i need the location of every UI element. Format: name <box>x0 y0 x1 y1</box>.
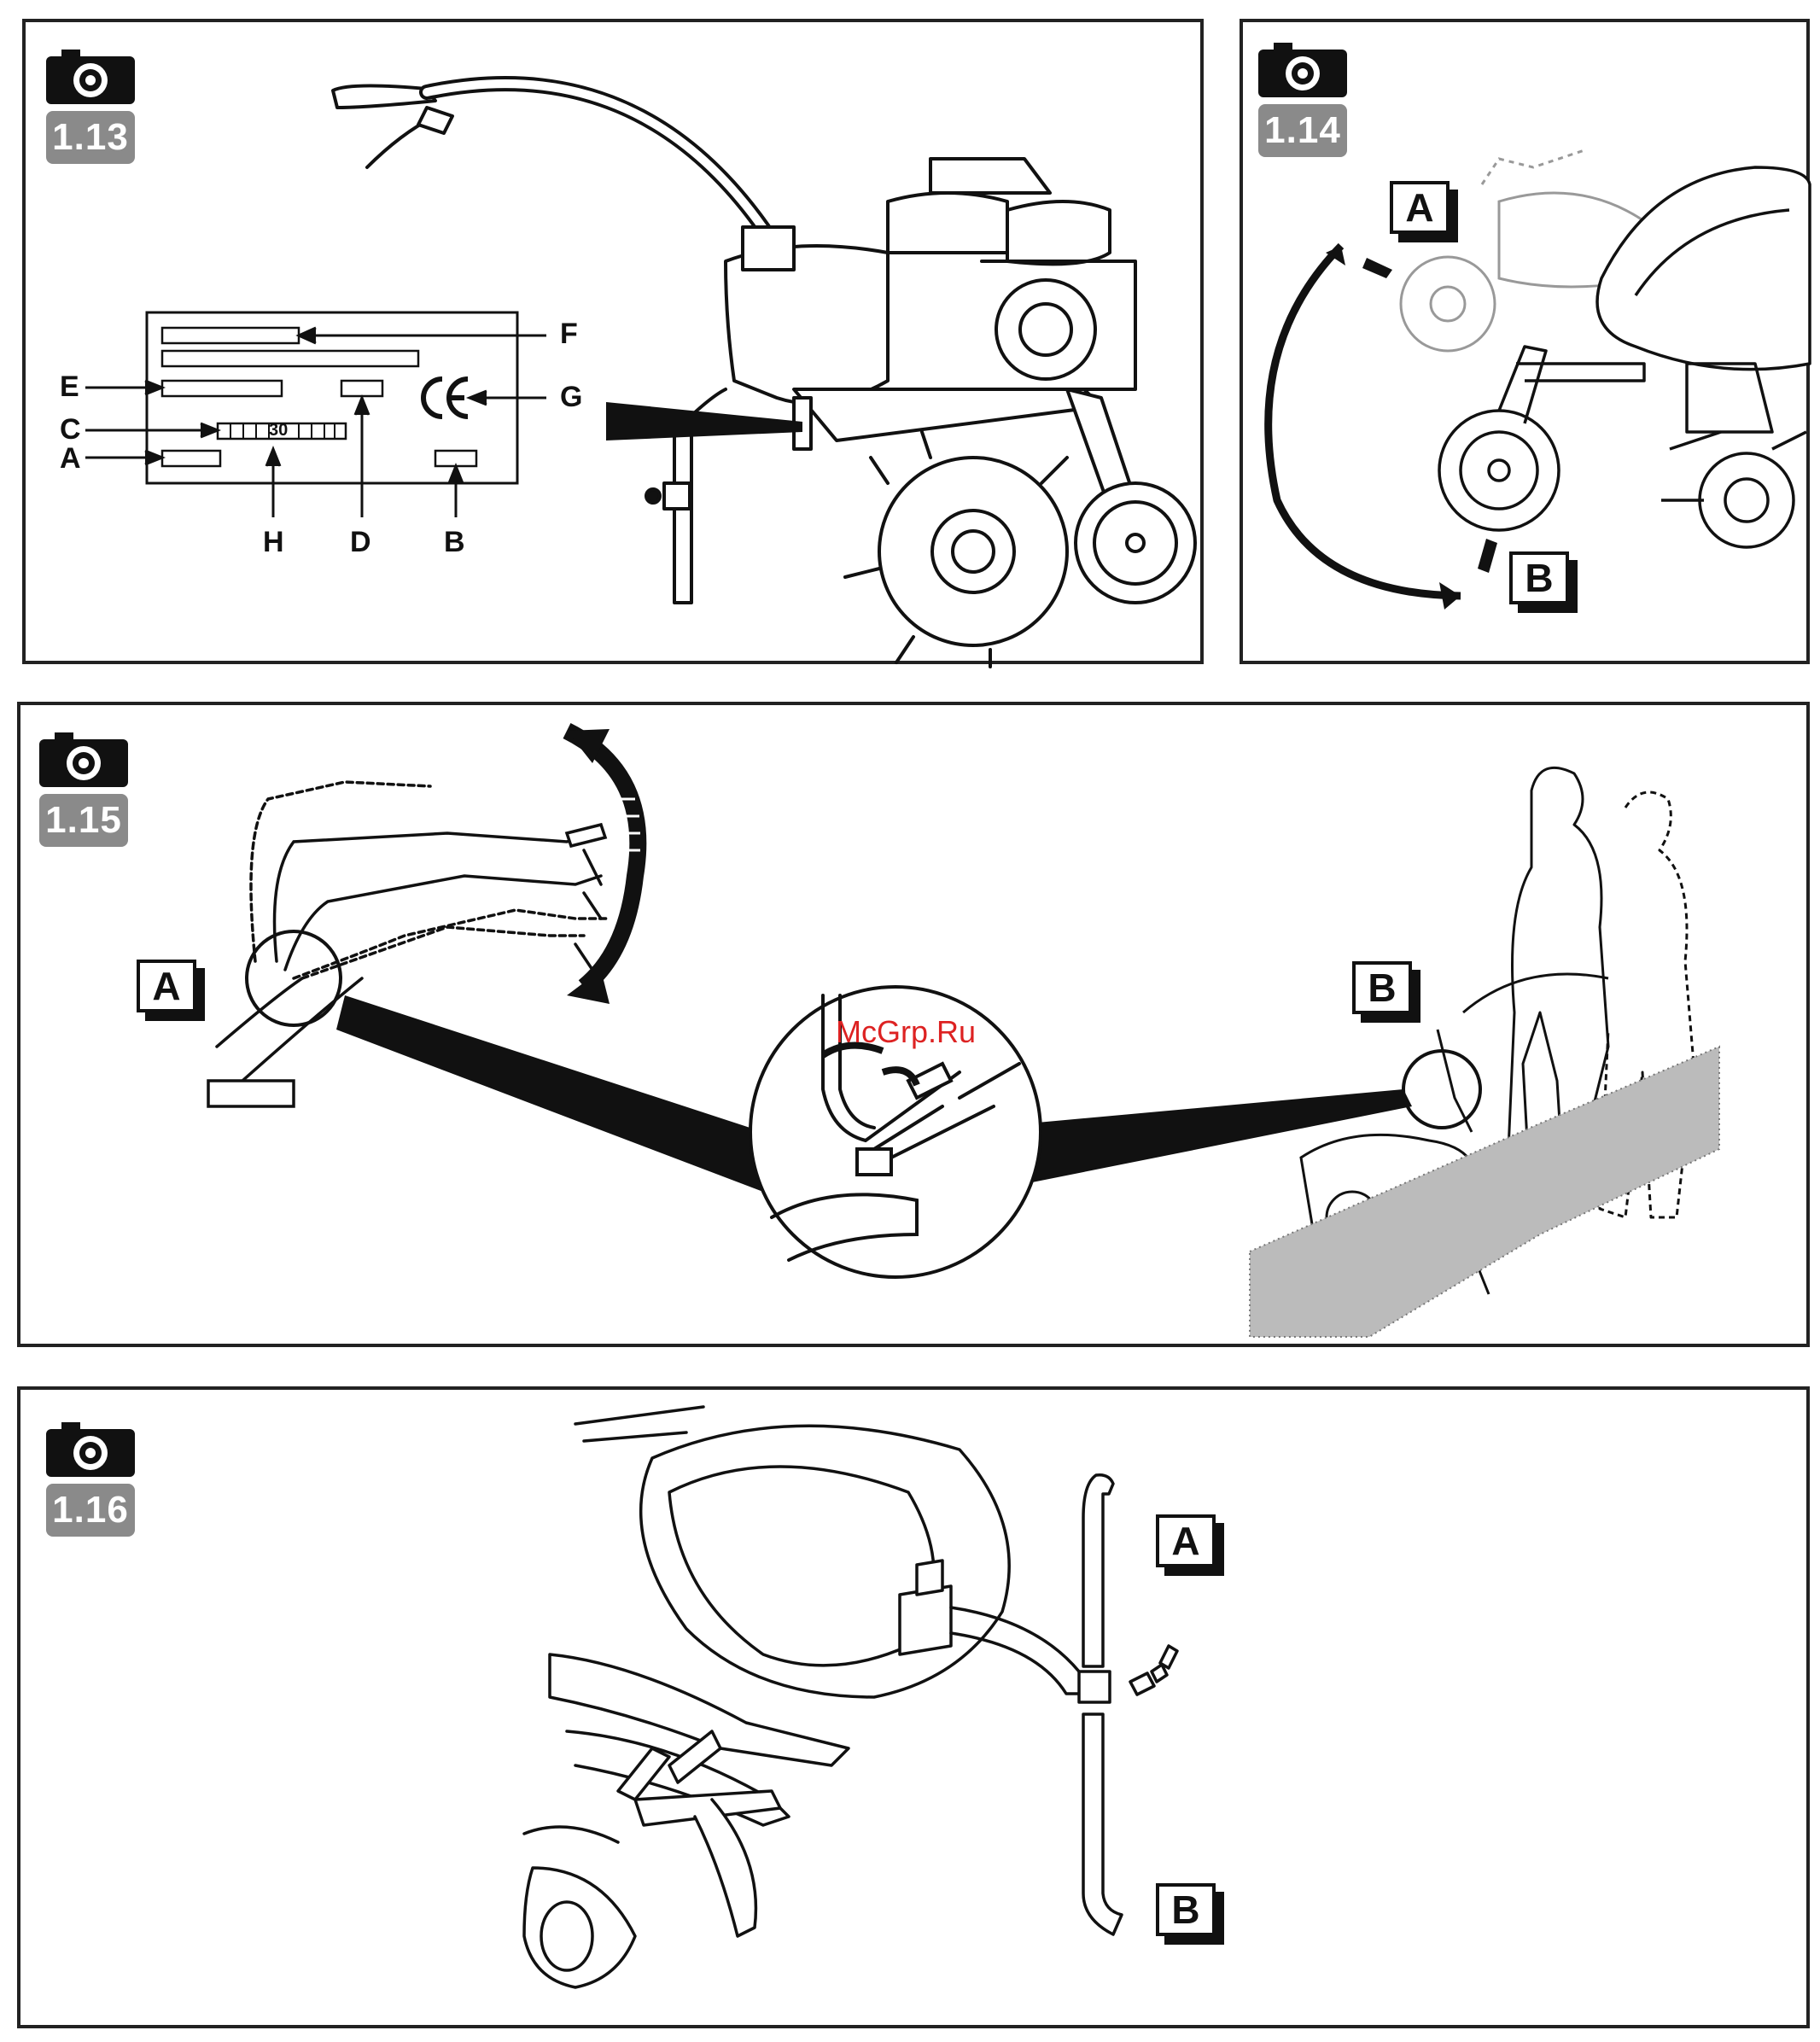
position-label-a: A <box>1390 181 1450 234</box>
tiller-drawing <box>26 22 1207 668</box>
position-label-b: B <box>1352 961 1412 1014</box>
figure-1-16-panel: 1.16 A B <box>17 1386 1810 2028</box>
plate-label-b: B <box>444 526 465 559</box>
watermark-text: McGrp.Ru <box>836 1014 976 1050</box>
plate-label-a: A <box>60 442 81 475</box>
plate-label-g: G <box>560 381 582 414</box>
depth-bar-drawing <box>20 1390 1813 2032</box>
position-label-a: A <box>1156 1514 1216 1567</box>
figure-1-14-panel: 1.14 A B <box>1240 19 1810 664</box>
plate-label-h: H <box>263 526 284 559</box>
plate-label-e: E <box>60 370 79 404</box>
plate-serial-mark: 30 <box>269 421 288 440</box>
plate-label-f: F <box>560 318 578 351</box>
figure-1-15-panel: 1.15 <box>17 702 1810 1347</box>
position-label-b: B <box>1156 1883 1216 1936</box>
position-label-a: A <box>137 960 196 1012</box>
position-label-b: B <box>1509 551 1569 604</box>
figure-1-13-panel: 1.13 <box>22 19 1204 664</box>
plate-label-d: D <box>350 526 371 559</box>
